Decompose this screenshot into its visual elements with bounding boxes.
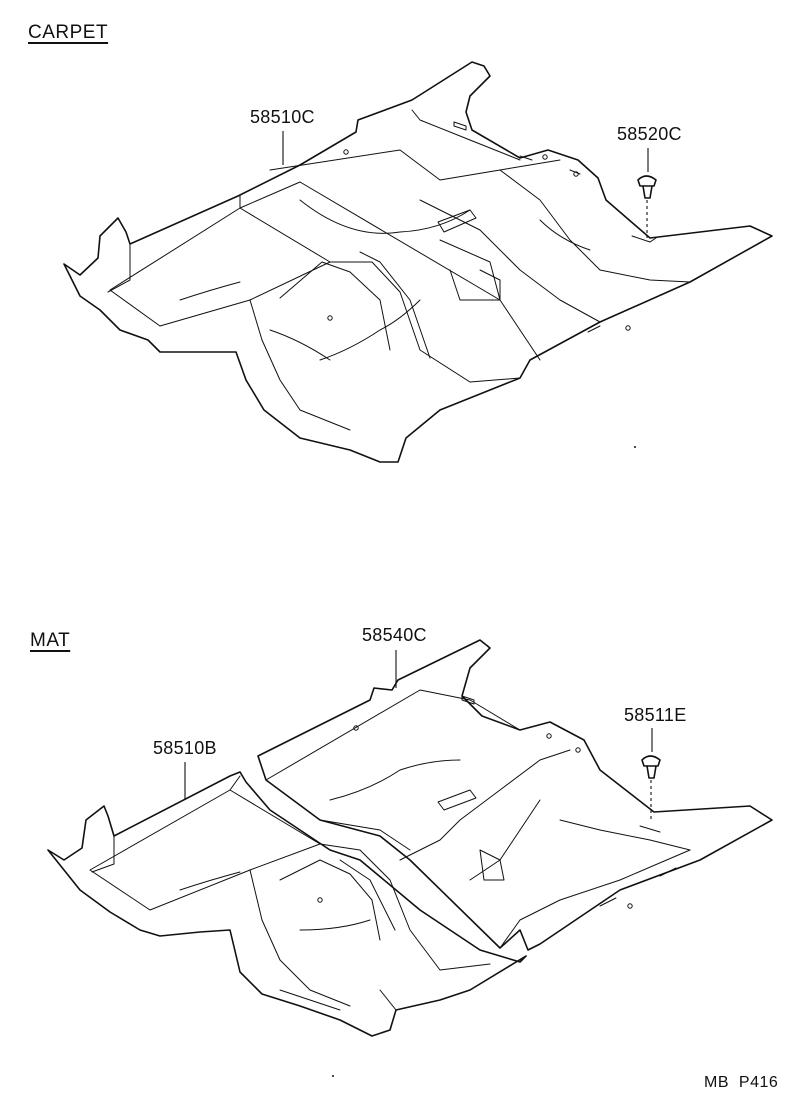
mat-rear-illustration: [257, 639, 773, 951]
mat-section-title: MAT: [30, 630, 71, 651]
mat-front-illustration: [47, 771, 527, 1037]
speck: [332, 1075, 334, 1077]
carpet-section-title: CARPET: [28, 22, 109, 43]
mat-clip-fastener: [641, 755, 661, 820]
carpet-illustration: [63, 61, 773, 463]
part-number-mat-front: 58510B: [153, 738, 217, 758]
speck: [634, 446, 636, 448]
part-number-mat-rear: 58540C: [362, 625, 427, 645]
part-number-carpet-clip: 58520C: [617, 124, 682, 144]
part-number-mat-clip: 58511E: [624, 705, 687, 725]
carpet-clip-fastener: [637, 175, 657, 238]
part-number-carpet-main: 58510C: [250, 107, 315, 127]
diagram-reference-code: MB P416: [704, 1074, 779, 1091]
